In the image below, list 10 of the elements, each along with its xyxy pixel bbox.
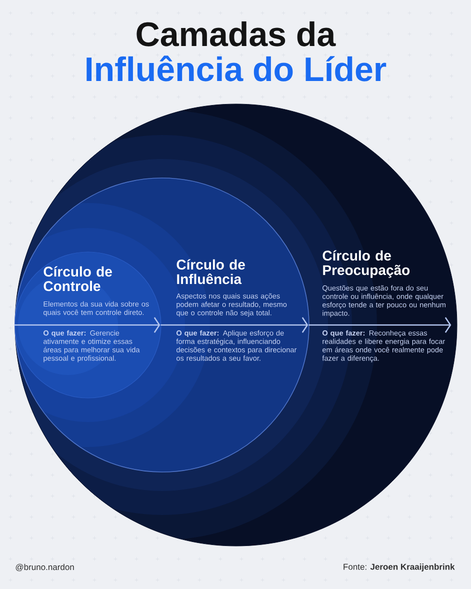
arrow xyxy=(308,317,452,333)
circle-heading: Círculo de Controle xyxy=(44,266,112,292)
arrow xyxy=(14,317,160,333)
circle-heading: Círculo de Preocupação xyxy=(322,250,410,278)
arrow xyxy=(160,317,308,333)
source-note: Fonte: Jeroen Kraaijenbrink xyxy=(344,564,455,572)
circle-heading: Círculo de Influência xyxy=(176,259,245,284)
title: Influência do Líder xyxy=(86,56,386,82)
author-handle: @bruno.nardon xyxy=(16,564,74,572)
title: Camadas da xyxy=(136,21,336,46)
